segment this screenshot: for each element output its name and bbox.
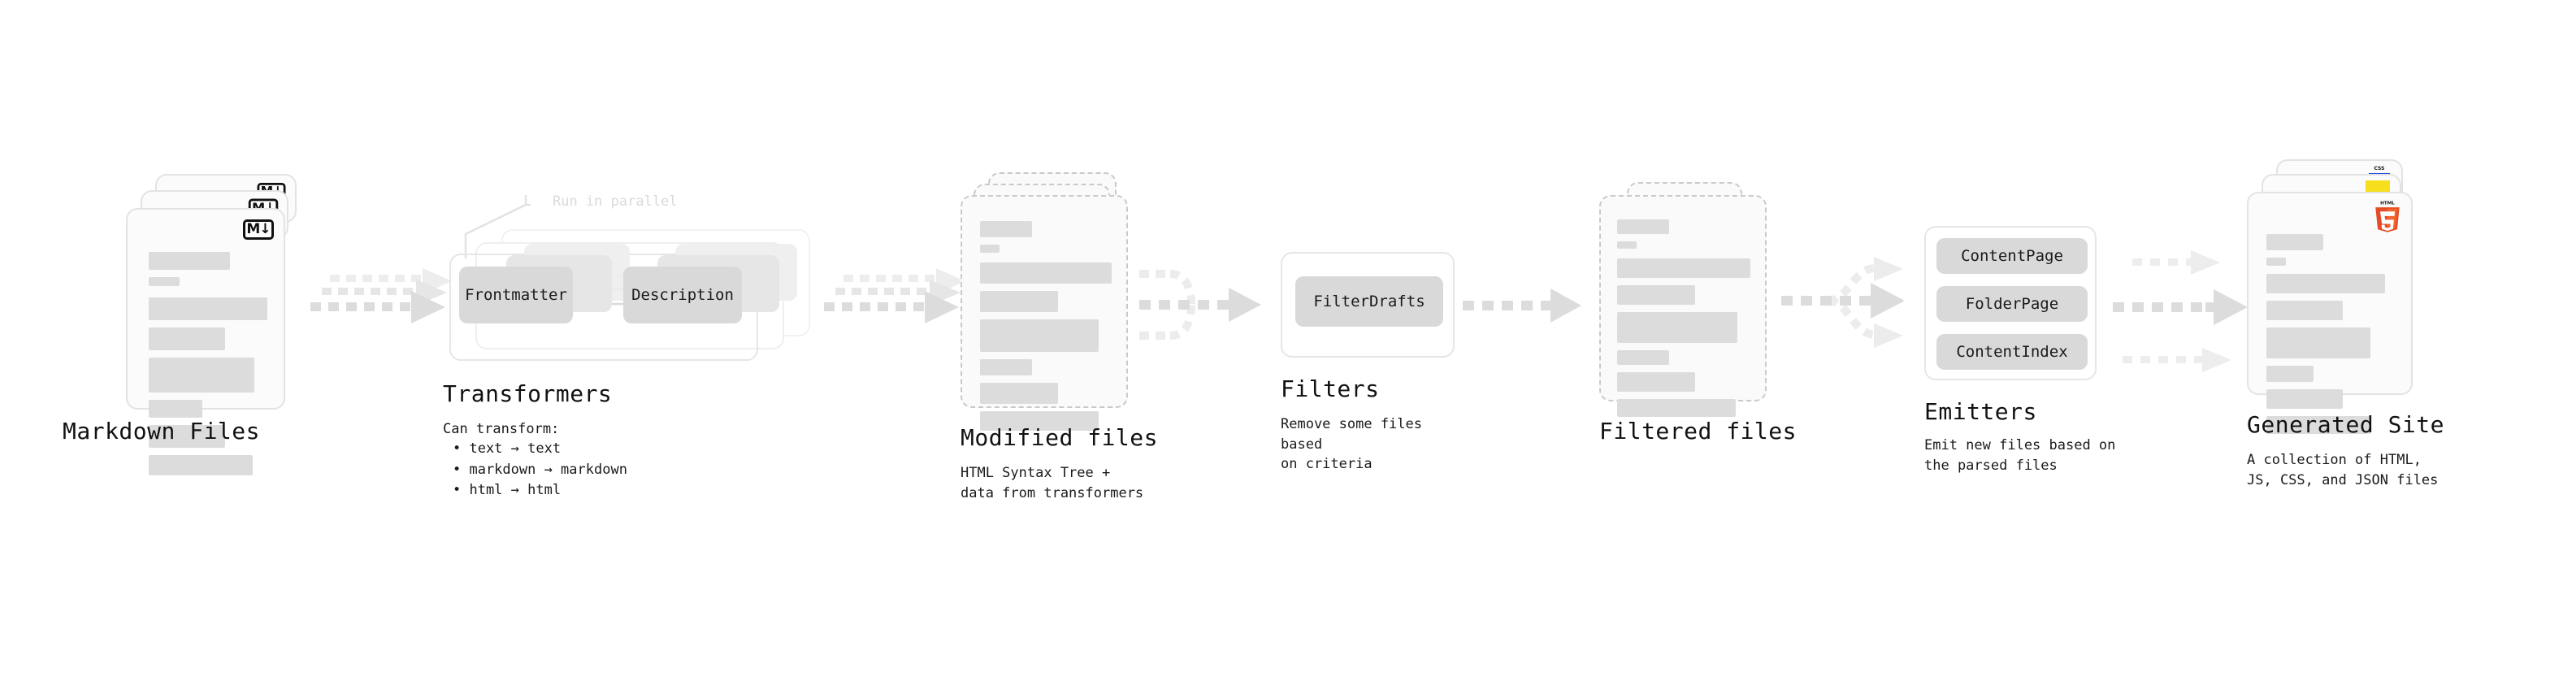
stage-markdown-files: M↓ M↓ M↓ Markdown Files [63, 174, 313, 475]
skeleton-line [2266, 416, 2370, 434]
arrow-emitters-to-site [2113, 250, 2248, 372]
skeleton-line [2266, 389, 2343, 409]
skeleton-line [980, 359, 1032, 375]
generated-card-front: HTML [2247, 192, 2413, 434]
run-in-parallel-label: Run in parallel [553, 193, 678, 210]
skeleton-line [1617, 285, 1695, 305]
filtered-card-stack [1599, 182, 1778, 418]
markdown-card-front: M↓ [126, 208, 285, 475]
modified-card-front [961, 195, 1128, 431]
skeleton-line [1617, 399, 1736, 417]
skeleton-line [980, 411, 1099, 431]
emitter-chip-folderpage[interactable]: FolderPage [1936, 286, 2088, 322]
css-icon-label: CSS [2374, 166, 2385, 171]
stage-modified-files: Modified files HTML Syntax Tree + data f… [961, 172, 1158, 501]
skeleton-line [1617, 312, 1737, 343]
arrow-transformers-to-modified [824, 268, 965, 323]
transformer-bullet: • markdown → markdown [453, 461, 627, 478]
filters-box: FilterDrafts [1281, 252, 1455, 358]
skeleton-line [149, 425, 225, 448]
skeleton-line [980, 383, 1058, 404]
filtered-files-title: Filtered files [1599, 418, 1798, 445]
skeleton-line [149, 252, 230, 270]
filters-title: Filters [1281, 375, 1380, 402]
modified-card-stack [961, 172, 1139, 431]
generated-site-card-stack: CSS HTML [2247, 159, 2434, 434]
transformer-bullet: • html → html [453, 482, 562, 498]
arrow-filtered-to-emitters [1781, 257, 1905, 348]
skeleton-line [2266, 301, 2343, 320]
skeleton-line [149, 400, 202, 418]
transformers-bullets: • text → text • markdown → markdown • ht… [453, 439, 627, 501]
emitters-subtitle: Emit new files based on the parsed files [1924, 437, 2116, 474]
skeleton-line [149, 277, 180, 286]
generated-site-subtitle: A collection of HTML, JS, CSS, and JSON … [2247, 452, 2439, 488]
skeleton-line [980, 245, 1000, 253]
card-skeleton-lines [2266, 234, 2393, 441]
emitter-chip-contentindex[interactable]: ContentIndex [1936, 334, 2088, 370]
skeleton-line [980, 262, 1112, 284]
stage-filters: FilterDrafts Filters Remove some files b… [1281, 252, 1468, 472]
skeleton-line [2266, 274, 2385, 293]
arrow-modified-to-filters [1139, 270, 1261, 340]
skeleton-line [980, 221, 1032, 237]
skeleton-line [2266, 366, 2314, 382]
emitters-box: ContentPage FolderPage ContentIndex [1924, 226, 2097, 380]
skeleton-line [1617, 350, 1669, 365]
js-icon [2366, 180, 2390, 192]
skeleton-line [149, 358, 254, 393]
svg-text:HTML: HTML [2380, 202, 2395, 206]
skeleton-line [149, 455, 253, 475]
transformer-chip-frontmatter[interactable]: Frontmatter [459, 267, 573, 323]
skeleton-line [1617, 219, 1669, 234]
skeleton-line [2266, 258, 2286, 266]
transformer-bullet: • text → text [453, 440, 562, 457]
modified-files-subtitle: HTML Syntax Tree + data from transformer… [961, 465, 1144, 501]
skeleton-line [1617, 241, 1637, 249]
markdown-icon: M↓ [243, 219, 274, 240]
skeleton-line [980, 319, 1099, 352]
stage-transformers: Run in parallel Frontmatter Description … [443, 193, 833, 498]
stage-generated-site: CSS HTML [2247, 159, 2450, 488]
card-skeleton-lines [980, 221, 1112, 438]
stage-filtered-files: Filtered files [1599, 182, 1797, 445]
card-skeleton-lines [1617, 219, 1750, 424]
emitter-chip-contentpage[interactable]: ContentPage [1936, 238, 2088, 274]
filtered-card-front [1599, 195, 1767, 417]
skeleton-line [2266, 327, 2370, 358]
stage-emitters: ContentPage FolderPage ContentIndex Emit… [1924, 226, 2119, 474]
html5-icon: HTML [2374, 200, 2401, 234]
generated-site-title: Generated Site [2247, 411, 2445, 438]
skeleton-line [2266, 234, 2323, 250]
filter-chip-filterdrafts[interactable]: FilterDrafts [1295, 276, 1443, 327]
card-skeleton-lines [149, 252, 267, 483]
emitters-title: Emitters [1924, 398, 2037, 425]
markdown-files-title: Markdown Files [63, 418, 261, 445]
modified-files-title: Modified files [961, 424, 1159, 451]
arrow-filters-to-filtered [1463, 288, 1581, 323]
skeleton-line [1617, 258, 1750, 278]
skeleton-line [149, 297, 267, 320]
arrow-markdown-to-transformers [310, 268, 452, 323]
skeleton-line [1617, 372, 1695, 392]
skeleton-line [149, 327, 225, 350]
transformers-title: Transformers [443, 380, 613, 407]
transformers-subtitle: Can transform: [443, 421, 560, 437]
transformer-chip-description[interactable]: Description [623, 267, 742, 323]
skeleton-line [980, 291, 1058, 312]
markdown-card-stack: M↓ M↓ M↓ [126, 174, 313, 475]
run-in-parallel-bracket [464, 195, 531, 258]
filters-subtitle: Remove some files based on criteria [1281, 416, 1422, 473]
